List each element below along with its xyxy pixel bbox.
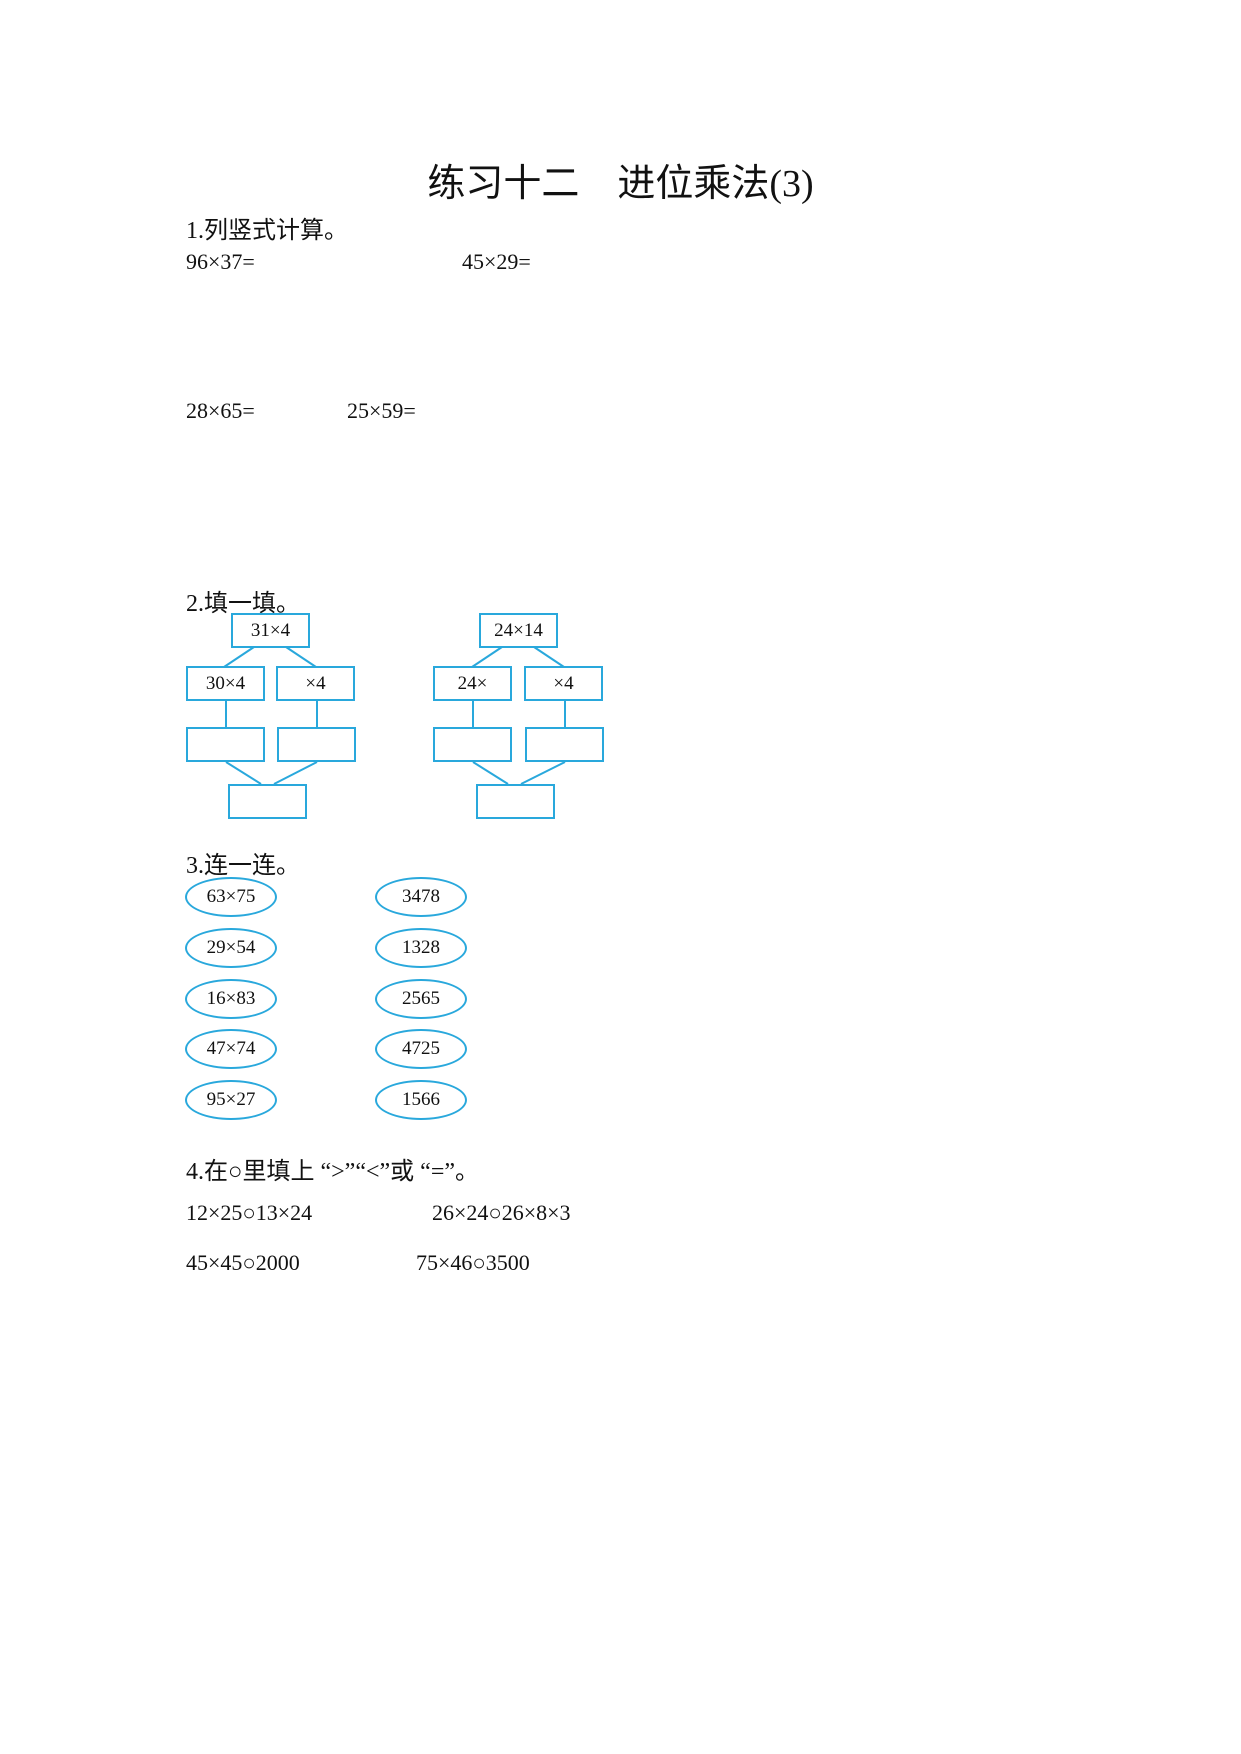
tree2-blank-right[interactable] [525, 727, 604, 762]
q1-item-4: 25×59= [347, 398, 416, 423]
match-right-4[interactable]: 4725 [375, 1029, 467, 1069]
match-right-3[interactable]: 2565 [375, 979, 467, 1019]
match-right-1[interactable]: 3478 [375, 877, 467, 917]
q4-item-3: 45×45○2000 [186, 1250, 300, 1275]
tree2-left-box: 24× [433, 666, 512, 701]
q1-item-2: 45×29= [462, 249, 531, 274]
tree1-blank-result[interactable] [228, 784, 307, 819]
q3-heading: 3.连一连。 [186, 853, 300, 879]
match-left-1[interactable]: 63×75 [185, 877, 277, 917]
q1-item-3: 28×65= [186, 398, 255, 423]
page-title: 练习十二 进位乘法(3) [427, 163, 814, 205]
q4-item-1: 12×25○13×24 [186, 1200, 313, 1225]
q4-item-2: 26×24○26×8×3 [432, 1200, 571, 1225]
match-right-2[interactable]: 1328 [375, 928, 467, 968]
q2-heading: 2.填一填。 [186, 591, 300, 617]
tree1-blank-right[interactable] [277, 727, 356, 762]
tree1-right-box: ×4 [276, 666, 355, 701]
tree2-blank-left[interactable] [433, 727, 512, 762]
tree1-left-box: 30×4 [186, 666, 265, 701]
tree2-blank-result[interactable] [476, 784, 555, 819]
tree2-top-box: 24×14 [479, 613, 558, 648]
tree1-top-box: 31×4 [231, 613, 310, 648]
match-right-5[interactable]: 1566 [375, 1080, 467, 1120]
match-left-2[interactable]: 29×54 [185, 928, 277, 968]
match-left-4[interactable]: 47×74 [185, 1029, 277, 1069]
q4-item-4: 75×46○3500 [416, 1250, 530, 1275]
match-left-3[interactable]: 16×83 [185, 979, 277, 1019]
q4-heading: 4.在○里填上 “>”“<”或 “=”。 [186, 1159, 480, 1185]
tree1-blank-left[interactable] [186, 727, 265, 762]
tree2-right-box: ×4 [524, 666, 603, 701]
q1-heading: 1.列竖式计算。 [186, 218, 348, 244]
match-left-5[interactable]: 95×27 [185, 1080, 277, 1120]
q1-item-1: 96×37= [186, 249, 255, 274]
